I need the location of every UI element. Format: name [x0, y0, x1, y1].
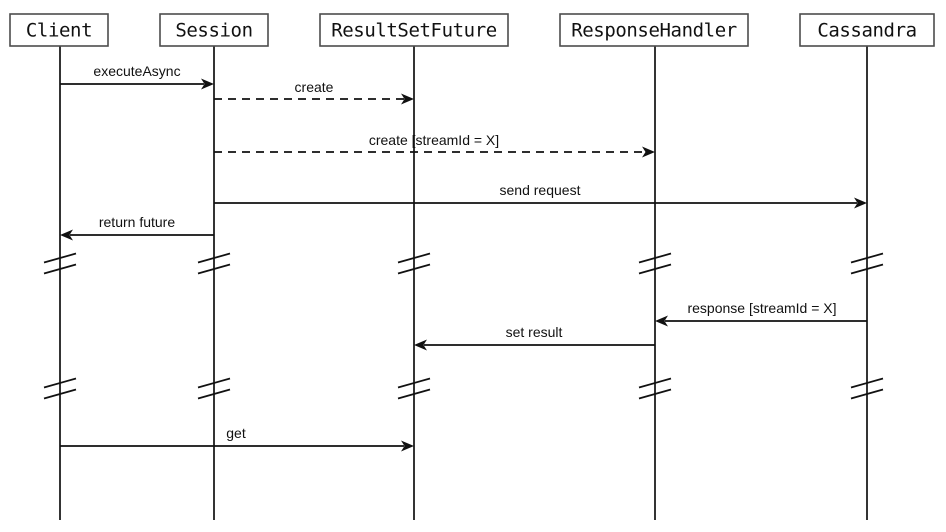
message-label-m4: send request	[500, 182, 581, 198]
arrowhead-m4	[854, 197, 867, 209]
message-label-m5: return future	[99, 214, 175, 230]
break-slash	[197, 252, 231, 264]
participant-label-client: Client	[26, 20, 92, 42]
break-slash	[397, 263, 431, 275]
message-label-m6: response [streamId = X]	[687, 300, 836, 316]
break-slash	[850, 252, 884, 264]
break-slash	[197, 263, 231, 275]
lifeline-break-client	[43, 252, 77, 275]
participant-client[interactable]: Client	[9, 13, 109, 47]
participant-label-responsehandler: ResponseHandler	[571, 20, 737, 42]
message-label-m8: get	[226, 425, 246, 441]
messages-layer: executeAsync create create [streamId = X] s…	[60, 63, 867, 452]
lifelines-layer	[59, 46, 868, 520]
participant-resultsetfuture[interactable]: ResultSetFuture	[319, 13, 509, 47]
message-label-m7: set result	[506, 324, 563, 340]
lifeline-breaks-layer	[43, 252, 884, 400]
arrowhead-m2	[401, 93, 414, 105]
message-m3: create [streamId = X]	[214, 132, 655, 158]
lifeline-break-resultsetfuture	[397, 377, 431, 400]
message-m8: get	[60, 425, 414, 452]
message-m2: create	[214, 79, 414, 105]
participants-layer: Client Session ResultSetFuture ResponseHand…	[9, 13, 935, 47]
lifeline-break-responsehandler	[638, 377, 672, 400]
break-slash	[638, 263, 672, 275]
lifeline-break-session	[197, 377, 231, 400]
break-slash	[197, 388, 231, 400]
arrowhead-m1	[201, 78, 214, 90]
lifeline-break-responsehandler	[638, 252, 672, 275]
message-m7: set result	[414, 324, 655, 351]
message-m5: return future	[60, 214, 214, 241]
break-slash	[638, 377, 672, 389]
participant-box-responsehandler[interactable]	[559, 13, 749, 47]
participant-label-session: Session	[175, 20, 252, 42]
participant-box-client[interactable]	[9, 13, 109, 47]
participant-cassandra[interactable]: Cassandra	[799, 13, 935, 47]
participant-box-session[interactable]	[159, 13, 269, 47]
message-label-m1: executeAsync	[93, 63, 180, 79]
arrowhead-m8	[401, 440, 414, 452]
lifeline-break-cassandra	[850, 377, 884, 400]
break-slash	[43, 388, 77, 400]
break-slash	[638, 252, 672, 264]
participant-label-cassandra: Cassandra	[817, 20, 916, 42]
participant-responsehandler[interactable]: ResponseHandler	[559, 13, 749, 47]
break-slash	[638, 388, 672, 400]
message-m6: response [streamId = X]	[655, 300, 867, 327]
break-slash	[43, 377, 77, 389]
message-label-m2: create	[295, 79, 334, 95]
arrowhead-m7	[414, 339, 427, 351]
lifeline-break-cassandra	[850, 252, 884, 275]
message-m4: send request	[214, 182, 867, 209]
arrowhead-m3	[642, 146, 655, 158]
lifeline-break-resultsetfuture	[397, 252, 431, 275]
break-slash	[43, 252, 77, 264]
break-slash	[850, 263, 884, 275]
message-label-m3: create [streamId = X]	[369, 132, 499, 148]
break-slash	[197, 377, 231, 389]
lifeline-break-session	[197, 252, 231, 275]
break-slash	[43, 263, 77, 275]
participant-label-resultsetfuture: ResultSetFuture	[331, 20, 497, 42]
arrowhead-m5	[60, 229, 73, 241]
participant-box-cassandra[interactable]	[799, 13, 935, 47]
break-slash	[397, 388, 431, 400]
arrowhead-m6	[655, 315, 668, 327]
message-m1: executeAsync	[60, 63, 214, 90]
participant-session[interactable]: Session	[159, 13, 269, 47]
participant-box-resultsetfuture[interactable]	[319, 13, 509, 47]
lifeline-break-client	[43, 377, 77, 400]
break-slash	[397, 252, 431, 264]
break-slash	[397, 377, 431, 389]
break-slash	[850, 377, 884, 389]
break-slash	[850, 388, 884, 400]
